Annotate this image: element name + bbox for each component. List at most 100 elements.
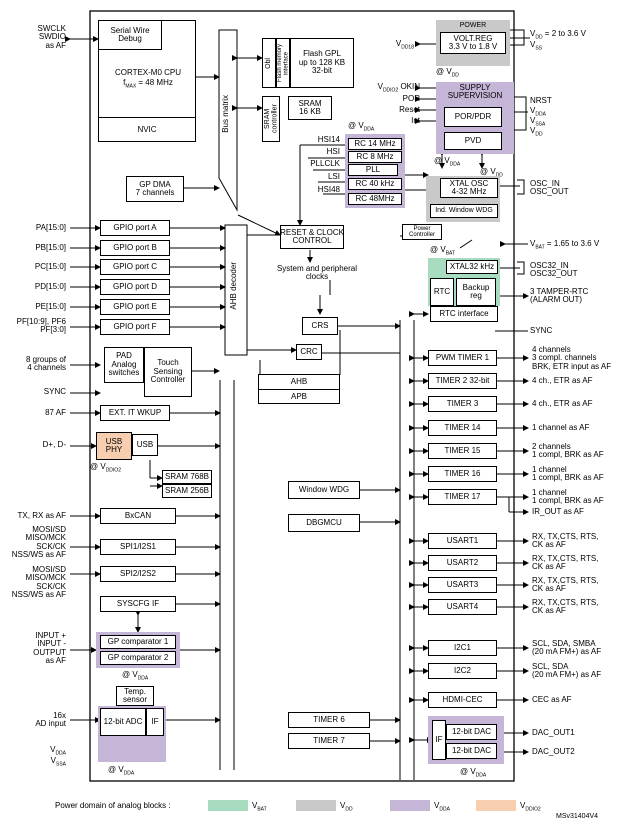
timer-15: TIMER 15: [428, 443, 497, 459]
hsi-label: HSI: [326, 147, 340, 156]
supply-supervision-label: SUPPLY SUPERVISION: [447, 83, 503, 101]
spi1-i2s1-block: SPI1/I2S1: [100, 539, 176, 555]
figure-code: MSv31404V4: [556, 813, 599, 820]
xtal-osc-4-32mhz: XTAL OSC 4-32 MHz: [440, 178, 498, 198]
sync-pin-right: SYNC: [530, 326, 553, 335]
legend-vdda-swatch: [390, 800, 430, 811]
sram-block: SRAM 16 KB: [288, 96, 332, 120]
timer-16-pins: 1 channel 1 compl, BRK as AF: [532, 465, 604, 483]
spi1-pins: MOSI/SD MISO/MCK SCK/CK NSS/WS as AF: [11, 525, 66, 560]
reset-clock-control: RESET & CLOCK CONTROL: [280, 225, 344, 249]
rc-40khz: RC 40 kHz: [348, 178, 402, 190]
usart1: USART1: [428, 533, 497, 549]
vbat-domain-label: @ VBAT: [430, 245, 456, 257]
por-pdr-block: POR/PDR: [444, 107, 502, 127]
independent-window-wdg: Ind. Window WDG: [430, 204, 498, 218]
rtc-interface: RTC interface: [430, 306, 498, 322]
legend-vbat-swatch: [208, 800, 248, 811]
timer-6: TIMER 6: [288, 712, 370, 728]
por-label: POR: [402, 94, 420, 103]
vddio2-domain-label: @ VDDIO2: [90, 462, 121, 474]
dac-2: 12-bit DAC: [446, 743, 497, 759]
comparator-vdda-label: @ VDDA: [122, 670, 149, 682]
rc-vdda-label: @ VDDA: [348, 121, 375, 133]
legend-vdd-label: VDD: [340, 801, 353, 813]
pe-pins: PE[15:0]: [35, 302, 66, 311]
adc-12bit: 12-bit ADC: [100, 708, 146, 736]
touch-sensing-controller: Touch Sensing Controller: [144, 347, 192, 397]
timer-14: TIMER 14: [428, 420, 497, 436]
pc-pins: PC[15:0]: [34, 262, 66, 271]
rc-8mhz: RC 8 MHz: [348, 151, 402, 163]
gpio-port-a: GPIO port A: [100, 220, 170, 236]
swd-pins-label: SWCLK SWDIO as AF: [37, 24, 66, 50]
gpio-port-e: GPIO port E: [100, 299, 170, 315]
legend-vbat-label: VBAT: [252, 801, 267, 813]
dac-out2-pin: DAC_OUT2: [532, 747, 575, 756]
cpu-label: CORTEX-M0 CPU: [114, 68, 182, 77]
pad-analog-switches: PAD Analog switches: [104, 347, 144, 383]
ahb-decoder-label: AHB decoder: [229, 262, 238, 310]
can-pins: TX, RX as AF: [17, 511, 66, 520]
sram-768b: SRAM 768B: [162, 470, 212, 484]
dac-vdda-label: @ VDDA: [460, 767, 487, 779]
obl-block: Obl: [262, 38, 276, 88]
timer-17-pins: 1 channel 1 compl, BRK as AF: [532, 488, 604, 506]
timer-15-pins: 2 channels 1 compl, BRK as AF: [532, 442, 604, 460]
int-label: Int: [411, 116, 420, 125]
supply-vdda-label: @ VDDA: [434, 156, 461, 168]
ahb-apb-bridge: AHB APB: [258, 374, 340, 404]
usart4: USART4: [428, 599, 497, 615]
pb-pins: PB[15:0]: [35, 243, 66, 252]
usb-block: USB: [132, 434, 158, 456]
pllclk-label: PLLCLK: [310, 159, 340, 168]
ahb-label: AHB: [259, 375, 339, 390]
rtc-block: RTC: [430, 278, 454, 306]
power-label: POWER: [459, 22, 487, 29]
vdd-pin: VDD: [530, 126, 543, 138]
apb-label: APB: [290, 391, 307, 401]
vbat-range-pin: VBAT = 1.65 to 3.6 V: [530, 239, 600, 251]
pa-pins: PA[15:0]: [35, 223, 66, 232]
usart1-pins: RX, TX,CTS, RTS, CK as AF: [532, 532, 599, 550]
osc32-pins: OSC32_IN OSC32_OUT: [530, 261, 578, 279]
voltage-regulator: VOLT.REG 3.3 V to 1.8 V: [440, 32, 506, 54]
adc-vdda-label: @ VDDA: [108, 765, 135, 777]
hdmi-cec: HDMI-CEC: [428, 692, 497, 708]
timer-17: TIMER 17: [428, 489, 497, 505]
vssa-pin: VSSA: [530, 116, 546, 128]
vdda-pin: VDDA: [530, 106, 546, 118]
af87-pins: 87 AF: [45, 408, 66, 417]
gp-comparator-1: GP comparator 1: [100, 635, 176, 649]
crc-block: CRC: [296, 344, 322, 360]
gpio-port-d: GPIO port D: [100, 279, 170, 295]
dac-if: IF: [432, 720, 446, 760]
sync-pin-left: SYNC: [43, 387, 66, 396]
power-controller: Power Controller: [402, 224, 442, 240]
dac-out1-pin: DAC_OUT1: [532, 728, 575, 737]
touch-pins: 8 groups of 4 channels: [25, 355, 66, 373]
vss-pin: VSS: [530, 40, 543, 52]
timer-3-pins: 4 ch., ETR as AF: [532, 399, 593, 408]
adc-pins: 16x AD input: [35, 711, 66, 729]
legend-vddio2-swatch: [476, 800, 516, 811]
gpio-port-c: GPIO port C: [100, 259, 170, 275]
i2c1-pins: SCL, SDA, SMBA (20 mA FM+) as AF: [532, 639, 602, 657]
usart4-pins: RX, TX,CTS, RTS, CK as AF: [532, 598, 599, 616]
spi2-i2s2-block: SPI2/I2S2: [100, 566, 176, 582]
pwm-timer-1-pins: 4 channels 3 compl. channels BRK, ETR in…: [532, 345, 612, 371]
bxcan-block: BxCAN: [100, 508, 176, 524]
reset-label: Reset: [399, 105, 420, 114]
vdd-range-pin: VDD = 2 to 3.6 V: [530, 29, 586, 41]
pvd-block: PVD: [444, 132, 502, 150]
system-clocks-label: System and peripheral clocks: [276, 264, 358, 282]
supply-vdd-label: @ VDD: [480, 167, 503, 178]
crs-block: CRS: [302, 317, 338, 335]
gp-dma-block: GP DMA 7 channels: [126, 176, 184, 202]
legend-vdd-swatch: [296, 800, 336, 811]
gpio-port-b: GPIO port B: [100, 240, 170, 256]
comparator-pins: INPUT + INPUT - OUTPUT as AF: [33, 631, 66, 666]
usart3-pins: RX, TX,CTS, RTS, CK as AF: [532, 576, 599, 594]
